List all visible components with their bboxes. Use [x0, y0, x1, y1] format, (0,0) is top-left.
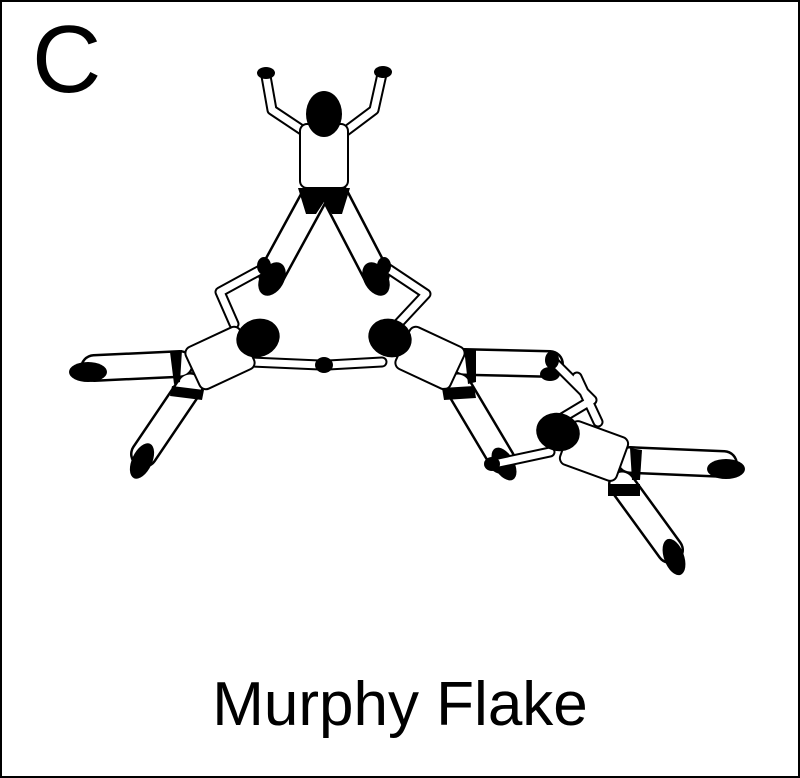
- skydiver-bottom-right: [484, 351, 745, 576]
- skydiver-top: [257, 66, 392, 296]
- center-grip: [315, 357, 333, 373]
- skydiver-middle-right: [322, 257, 564, 481]
- formation-title: Murphy Flake: [212, 670, 588, 739]
- skydiver-left: [69, 257, 326, 479]
- formation-label: C: [32, 6, 102, 113]
